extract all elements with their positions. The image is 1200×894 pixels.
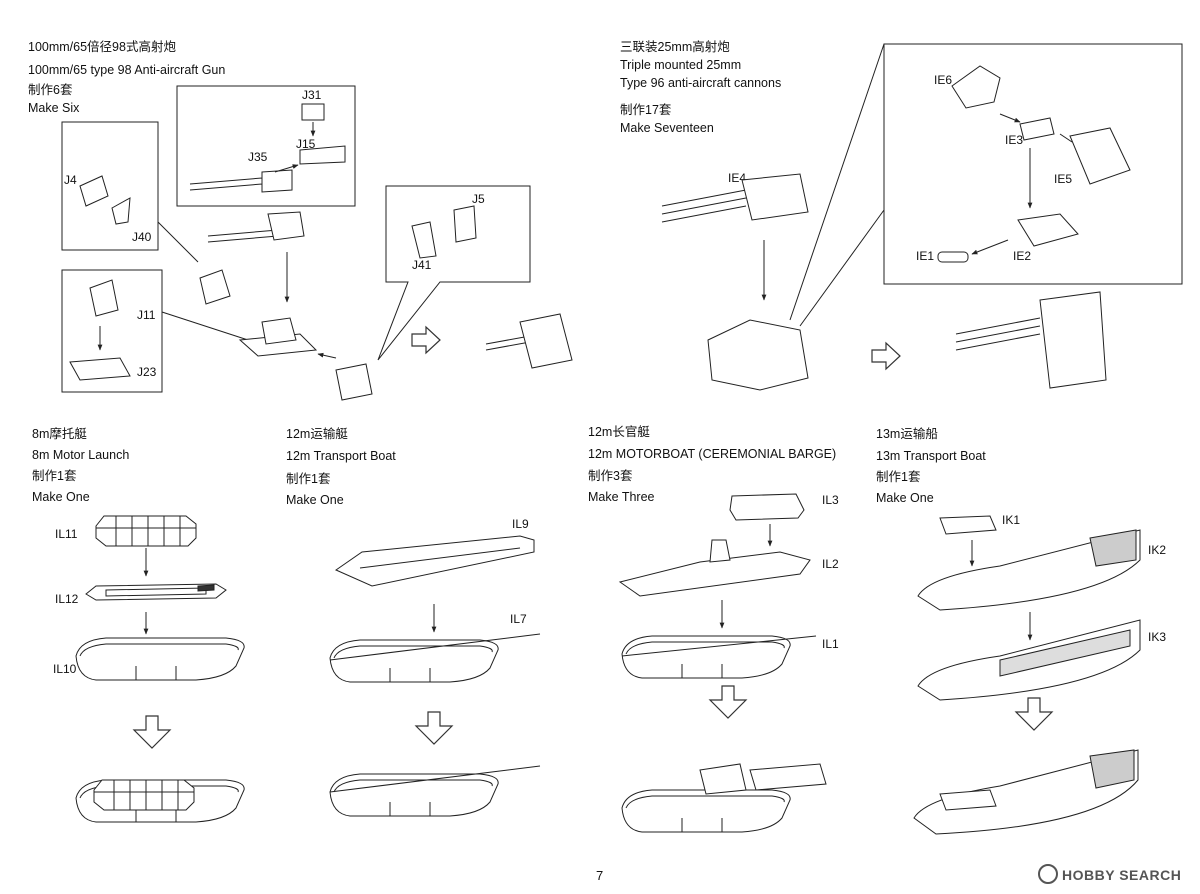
gun100-title-en: 100mm/65 type 98 Anti-aircraft Gun: [28, 63, 226, 77]
gun100-make-en: Make Six: [28, 101, 80, 115]
boat13-diagram: [913, 515, 1141, 835]
launch8-title-en: 8m Motor Launch: [32, 448, 130, 462]
callout-box-ie: [883, 43, 1183, 285]
boat13-title-en: 13m Transport Boat: [876, 449, 986, 463]
launch8-diagram: [75, 515, 245, 823]
part-label: J23: [137, 365, 157, 379]
watermark-logo-icon: [1038, 864, 1058, 884]
part-label: IK1: [1002, 513, 1021, 527]
part-label: J4: [64, 173, 77, 187]
part-label: J5: [472, 192, 485, 206]
gun25-title-en2: Type 96 anti-aircraft cannons: [620, 76, 782, 90]
part-label: J41: [412, 258, 432, 272]
part-label: IE3: [1005, 133, 1024, 147]
callout-box-j5-j41: [377, 185, 531, 361]
part-label: IK3: [1148, 630, 1167, 644]
gun25-diagram: [661, 43, 1183, 391]
part-label: IE2: [1013, 249, 1032, 263]
callout-box-j11-j23: [61, 269, 163, 393]
launch8-title-cn: 8m摩托艇: [32, 427, 87, 441]
callout-box-j4-j40: [61, 121, 159, 251]
gun100-diagram: [61, 85, 573, 401]
boat12-make-cn: 制作1套: [286, 472, 331, 486]
barge12-make-cn: 制作3套: [588, 469, 633, 483]
part-label: IL12: [55, 592, 79, 606]
part-label: IE4: [728, 171, 747, 185]
part-label: IL1: [822, 637, 839, 651]
boat13-make-cn: 制作1套: [876, 470, 921, 484]
barge12-title-cn: 12m长官艇: [588, 425, 650, 439]
part-label: IL7: [510, 612, 527, 626]
part-label: IL2: [822, 557, 839, 571]
gun25-title-cn: 三联装25mm高射炮: [620, 40, 730, 54]
boat12-make-en: Make One: [286, 493, 344, 507]
launch8-make-en: Make One: [32, 490, 90, 504]
gun25-make-cn: 制作17套: [620, 103, 672, 117]
boat13-make-en: Make One: [876, 491, 934, 505]
part-label: IL3: [822, 493, 839, 507]
part-label: IL11: [55, 527, 78, 541]
part-label: IE6: [934, 73, 953, 87]
barge12-diagram: [618, 493, 827, 833]
part-label: J35: [248, 150, 268, 164]
callout-box-j31-j35: [176, 85, 356, 207]
watermark: HOBBY SEARCH: [1038, 864, 1181, 884]
boat13-title-cn: 13m运输船: [876, 427, 938, 441]
part-label: IK2: [1148, 543, 1167, 557]
part-label: J11: [137, 308, 156, 322]
part-label: IL10: [53, 662, 77, 676]
launch8-make-cn: 制作1套: [32, 469, 77, 483]
part-label: J40: [132, 230, 152, 244]
part-label: J31: [302, 88, 322, 102]
gun25-make-en: Make Seventeen: [620, 121, 714, 135]
page-number: 7: [596, 868, 604, 883]
barge12-make-en: Make Three: [588, 490, 655, 504]
barge12-title-en: 12m MOTORBOAT (CEREMONIAL BARGE): [588, 447, 837, 461]
gun100-make-cn: 制作6套: [28, 83, 73, 97]
boat12-title-en: 12m Transport Boat: [286, 449, 396, 463]
part-label: IE1: [916, 249, 935, 263]
boat12-diagram: [329, 535, 541, 817]
part-label: IL9: [512, 517, 529, 531]
gun100-title-cn: 100mm/65倍径98式高射炮: [28, 40, 176, 54]
boat12-title-cn: 12m运输艇: [286, 427, 348, 441]
gun25-title-en1: Triple mounted 25mm: [620, 58, 742, 72]
part-label: J15: [296, 137, 316, 151]
part-label: IE5: [1054, 172, 1073, 186]
